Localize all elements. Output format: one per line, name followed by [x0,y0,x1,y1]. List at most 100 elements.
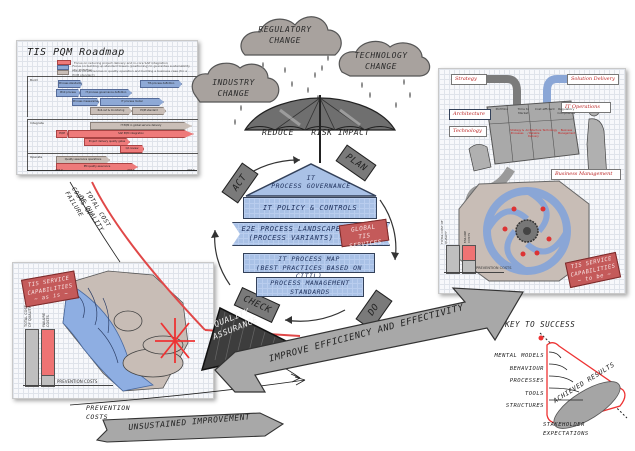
chart-baseline [444,272,504,273]
board-cells: Strategy & Processes Architecture / Reli… [509,129,575,138]
chart-baseline [23,385,113,386]
prevention-cost-bar [41,375,55,387]
house-roof-label: IT PROCESS GOVERNANCE [270,174,352,190]
success-item: STRUCTURES [505,403,544,409]
total-cost-label: TOTAL COST OF QUALITY [440,220,448,244]
clouds-layer [191,16,431,125]
roadmap-row-operate: Operate Quality assurance operations PM … [27,153,198,171]
roadmap-axis: 2012 2013 2014 [27,168,197,174]
roadmap-bar: QA review [120,145,144,153]
axis-tick: 2012 [55,168,63,172]
roadmap-bar: Process measurement model [72,98,99,106]
roof-line: IT [306,174,316,182]
label-technology: Technology [449,126,487,137]
cloud-line: TECHNOLOGY [354,51,408,60]
label-strategy: Strategy [451,74,487,85]
curve-line: PREVENTION [86,404,131,412]
success-cone [538,332,628,429]
capabilities-as-is-panel: TIS SERVICE CAPABILITIES ~ as is ~ PREVE… [12,262,214,399]
legend-text: Focus on efficiencies in quality operati… [72,68,188,77]
cloud-line: REGULATORY [258,25,312,34]
cloud-industry [191,62,280,103]
label-solution-delivery: Solution Delivery [567,74,619,85]
prevention-costs-label: PREVENTION COSTS [476,266,512,270]
legend-swatch-blue [57,65,70,70]
success-item: PROCESSES [509,378,544,384]
roadmap-bar: IT process governance definition [80,89,132,97]
cloud-line: INDUSTRY [212,78,255,87]
layer-line: PROCESS MANAGEMENT [270,279,350,287]
stakeholder-expectations: STAKEHOLDER EXPECTATIONS [543,421,589,439]
board-column: Cost efficient [534,107,555,111]
legend-swatch-grey [57,70,70,75]
house-roof [245,163,377,197]
board-column: Regulatory Compliance [557,107,576,115]
roadmap-bar: Process standards [58,80,82,88]
total-cost-label: TOTAL COST OF QUALITY [24,305,32,327]
legend-text: Focus on reducing project delivery and i… [74,60,168,65]
umbrella-icon [243,95,397,163]
board-columns: Portfolio Time to Market Cost efficient … [491,107,577,115]
layer-line: IT POLICY & CONTROLS [262,204,358,212]
failure-cost-fill [41,329,55,377]
roadmap-bar: PQM standard [132,107,166,115]
prevention-costs-label: PREVENTION COSTS [57,379,98,384]
roof-line: PROCESS GOVERNANCE [271,182,351,190]
cycle-arrow [214,229,231,286]
legend-item: Focus on building up standard towers (po… [57,63,192,72]
layer-line: STANDARDS [290,287,330,296]
total-cost-bar [25,329,39,387]
cloud-line: CHANGE [217,89,250,98]
board-cell: Architecture / Reliable Delivery [525,129,542,138]
roadmap-bar: Pilot process [56,89,80,97]
legend-text: Focus on building up standard towers (po… [72,63,190,72]
cloud-technology-label: TECHNOLOGY CHANGE [340,50,422,72]
cloud-line: CHANGE [269,36,301,45]
legend-item: Focus on reducing project delivery and i… [57,60,192,65]
label-architecture: Architecture [449,109,491,120]
roadmap-bar: IT process model [100,98,164,106]
cloud-technology [338,40,431,77]
label-business-management: Business Management [551,169,621,180]
key-to-success-title: KEY TO SUCCESS [505,320,576,329]
cloud-regulatory-label: REGULATORY CHANGE [240,24,330,46]
layer-line: (BEST PRACTICES BASED ON CITIL) [256,263,362,281]
improve-arrow-shape [214,287,525,393]
roadmap-title: TIS PQM Roadmap [27,47,125,58]
footer-line: STAKEHOLDER [543,422,585,428]
house-layer-policy: IT POLICY & CONTROLS [243,197,377,219]
board-column: Portfolio [495,107,508,111]
roadmap-row-integrate: Integrate IT PQM in global service deliv… [27,119,198,153]
prevention-cost-curve-label: PREVENTION COSTS [86,404,130,422]
row-label: Integrate [30,121,44,125]
roadmap-bar: Project delivery quality gates [84,138,130,146]
failure-cost-fill [462,245,476,261]
house-layer-standards: PROCESS MANAGEMENT STANDARDS [256,277,364,297]
legend-swatch-red [57,60,71,65]
curve-line: COSTS [86,413,109,421]
pipes-illustration [458,75,608,282]
roadmap-bar: PQM [56,130,68,138]
rain-drops [234,55,411,125]
success-item: MENTAL MODELS [494,353,544,359]
axis-tick: 2013 [127,168,135,172]
roadmap-legend: Focus on reducing project delivery and i… [57,60,192,77]
cloud-regulatory [240,16,342,56]
roadmap-bar: Quality assurance operations [56,156,110,164]
failure-costs-label: FAILURE COSTS [42,312,50,327]
total-cost-bar [446,245,460,274]
success-item: BEHAVIOUR [509,365,544,372]
failure-costs-label: FAILURE COSTS [463,230,471,243]
roadmap-bar: Roll-out & monitoring [90,107,132,115]
layer-line: E2E PROCESS LANDSCAPE [241,225,341,233]
unsustained-arrow-shape [95,412,285,443]
house-layer-process-map: IT PROCESS MAP (BEST PRACTICES BASED ON … [243,253,375,280]
axis-tick: 2014 [187,168,195,172]
pdca-cycle [211,156,399,324]
roadmap-panel: TIS PQM Roadmap Focus on reducing projec… [16,40,198,175]
roadmap-bar: IT PQM in global service delivery [90,122,192,130]
label-it-operations: IT Operations [561,102,611,113]
board-cell: Technology [542,129,557,132]
legend-item: Focus on efficiencies in quality operati… [57,68,192,77]
umbrella-caption: REDUCE RISK IMPACT [262,128,370,137]
